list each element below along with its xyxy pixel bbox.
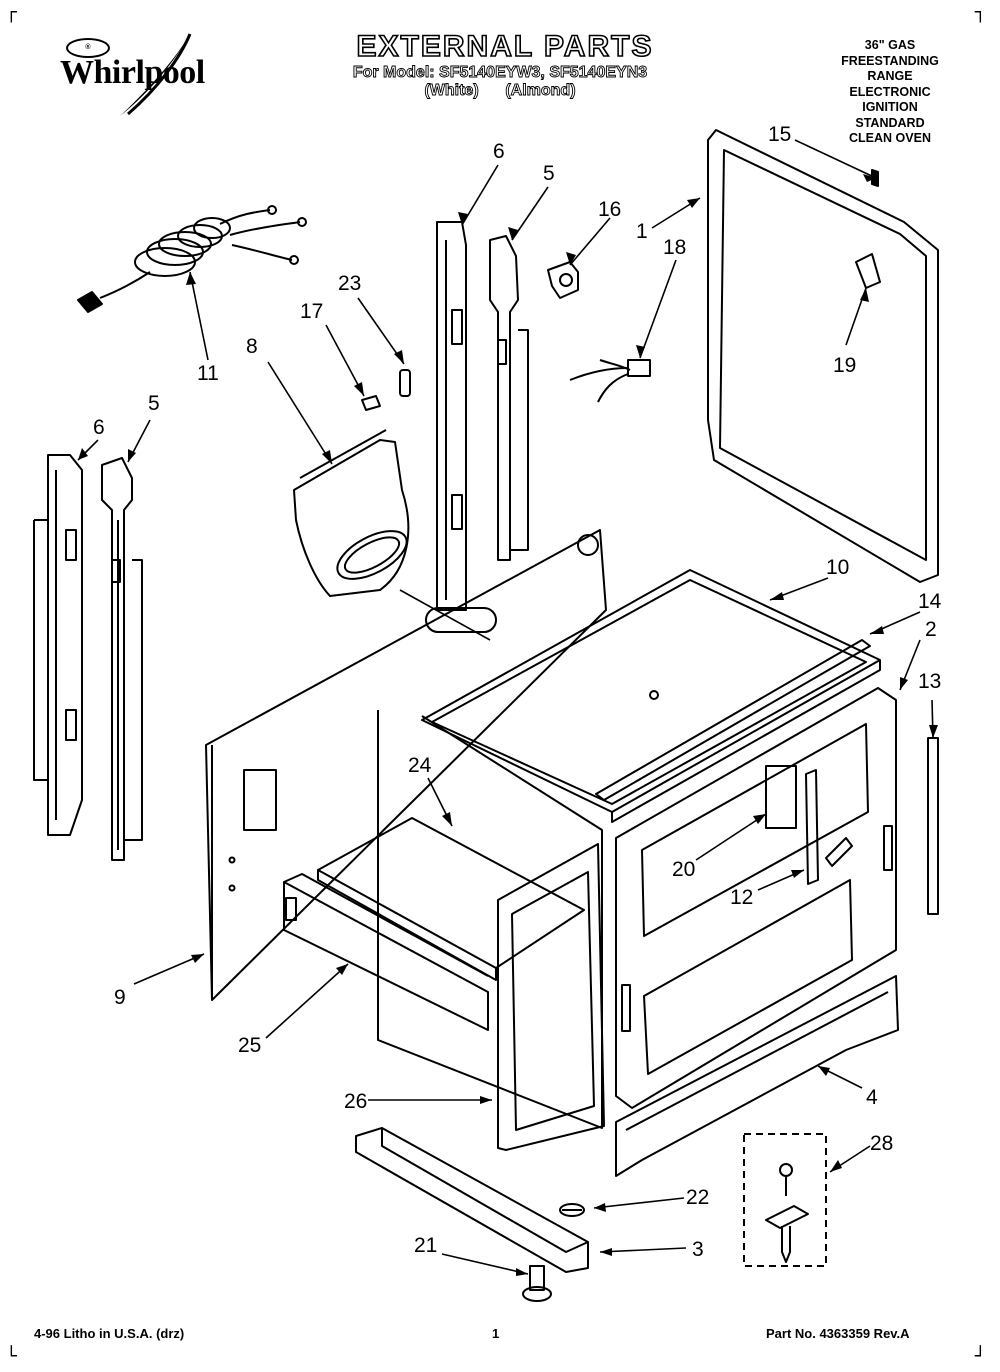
whirlpool-logo: ® Whirlpool (58, 28, 238, 123)
arrowheads (78, 174, 938, 1276)
model-line-1: For Model: SF5140EYW3, SF5140EYN3 (352, 64, 648, 82)
bracket-part-16 (547, 261, 579, 299)
callout-3: 3 (692, 1238, 704, 1261)
footer-page-number: 1 (492, 1326, 500, 1341)
spec-line: ELECTRONIC (849, 84, 931, 99)
callout-18: 18 (663, 236, 686, 259)
right-side-rails (436, 221, 529, 611)
callout-24: 24 (408, 754, 432, 777)
callout-28: 28 (870, 1132, 893, 1155)
footer-print-info: 4-96 Litho in U.S.A. (drz) (34, 1326, 185, 1341)
spec-line: STANDARD (855, 115, 925, 130)
callout-1: 1 (636, 220, 648, 243)
power-cord-part (77, 205, 307, 313)
diagram-linework (33, 129, 939, 1302)
vent-duct-part (293, 429, 410, 597)
leveling-leg-part (522, 1265, 552, 1302)
callout-10: 10 (826, 556, 849, 579)
oven-frame (377, 710, 605, 1151)
callout-12: 12 (730, 886, 753, 909)
right-side-panel (615, 687, 897, 1109)
callout-25: 25 (238, 1034, 261, 1057)
callout-leaders (77, 139, 934, 1275)
left-side-rails (33, 454, 143, 861)
model-line-2: (White) (Almond) (424, 82, 576, 100)
callout-5-upper: 5 (543, 162, 555, 185)
callout-14: 14 (918, 590, 942, 613)
base-rail-part (355, 1127, 589, 1273)
small-clips (361, 369, 411, 411)
callout-6-upper: 6 (493, 140, 505, 163)
drawer-assembly (283, 817, 585, 1031)
spec-line: FREESTANDING (841, 53, 939, 68)
base-front-part (615, 975, 899, 1177)
callout-5-lower: 5 (148, 392, 160, 415)
crop-mark-bottom-left: └ (6, 1346, 17, 1367)
callout-23: 23 (338, 272, 361, 295)
callout-4: 4 (866, 1086, 878, 1109)
logo-wordmark: Whirlpool (60, 54, 205, 91)
cooktop-support (421, 569, 881, 823)
trim-strip-part-13 (927, 737, 939, 915)
logo-badge: ® (66, 38, 110, 58)
spec-line: RANGE (867, 69, 913, 83)
callout-8: 8 (246, 335, 258, 358)
crop-mark-top-left: ┌ (6, 2, 17, 23)
callout-15: 15 (768, 123, 791, 146)
anti-tip-kit-part-28 (743, 1133, 827, 1267)
callout-11: 11 (197, 362, 219, 385)
callout-17: 17 (300, 300, 323, 323)
callout-21: 21 (414, 1234, 437, 1257)
callout-19: 19 (833, 354, 856, 377)
left-side-panel (205, 529, 607, 1001)
callout-2: 2 (925, 618, 937, 641)
callout-labels: 6 5 16 1 18 15 19 23 17 8 11 6 5 10 14 2… (93, 123, 942, 1261)
crop-mark-bottom-right: ┘ (975, 1346, 986, 1367)
callout-26: 26 (344, 1090, 367, 1113)
crop-mark-top-right: ┐ (975, 2, 986, 23)
model-info: For Model: SF5140EYW3, SF5140EYN3 (White… (300, 64, 700, 100)
footer-part-number: Part No. 4363359 Rev.A (766, 1326, 910, 1341)
callout-20: 20 (672, 858, 695, 881)
callout-9: 9 (114, 986, 126, 1009)
spec-line: CLEAN OVEN (849, 131, 931, 145)
spec-line: IGNITION (862, 100, 918, 114)
logo-swirl-icon (120, 33, 192, 116)
callout-6-lower: 6 (93, 416, 105, 439)
callout-13: 13 (918, 670, 941, 693)
callout-22: 22 (686, 1186, 709, 1209)
callout-16: 16 (598, 198, 621, 221)
page-title: EXTERNAL PARTS (356, 29, 654, 64)
rear-panel-part (707, 129, 939, 583)
ignition-wire-part (569, 359, 651, 403)
spec-line: 36" GAS (864, 38, 916, 52)
fastener-part-22 (559, 1203, 585, 1217)
